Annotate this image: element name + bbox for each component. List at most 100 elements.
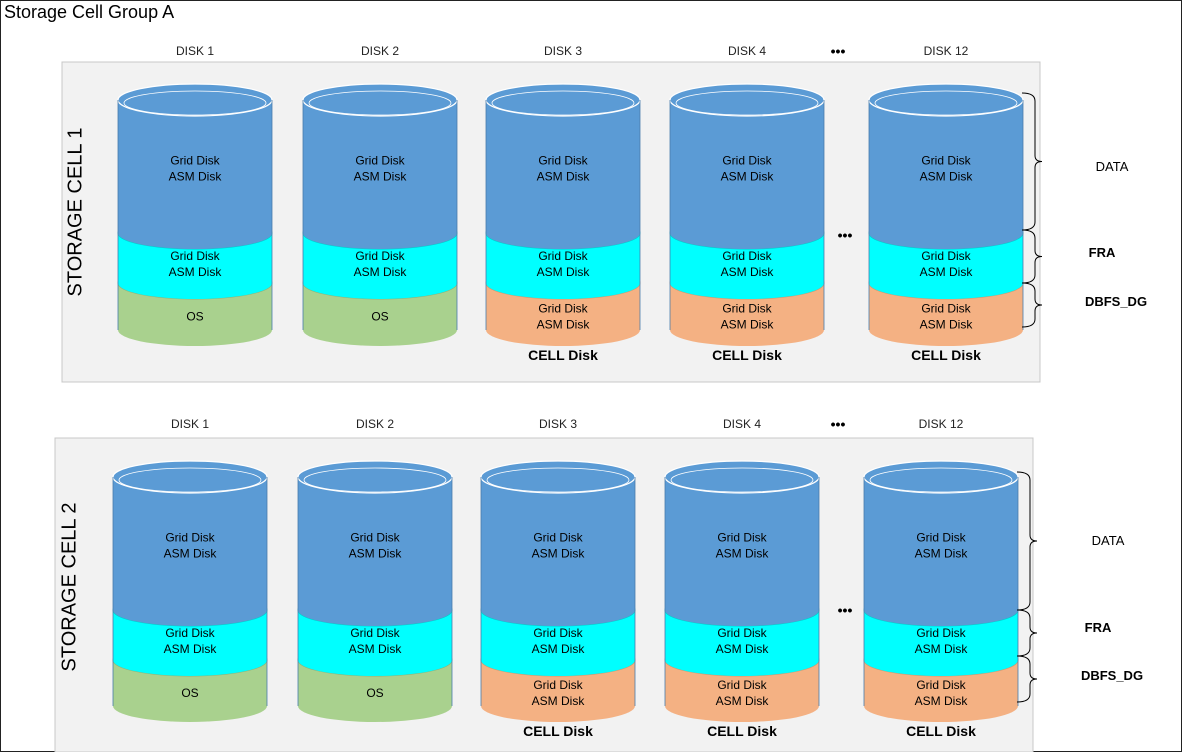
- data-grid-disk-label: Grid Disk: [350, 531, 400, 545]
- fra-label: FRA: [1085, 620, 1112, 635]
- data-grid-disk-label: Grid Disk: [722, 154, 772, 168]
- data-grid-disk-label: Grid Disk: [165, 531, 215, 545]
- os-label: OS: [371, 310, 388, 324]
- fra-grid-disk-label: Grid Disk: [533, 626, 583, 640]
- fra-asm-disk-label: ASM Disk: [915, 642, 969, 656]
- dbfs-segment: [869, 283, 1023, 346]
- data-asm-disk-label: ASM Disk: [915, 547, 969, 561]
- cell-disk-label: CELL Disk: [707, 723, 777, 739]
- data-asm-disk-label: ASM Disk: [532, 547, 586, 561]
- fra-asm-disk-label: ASM Disk: [920, 265, 974, 279]
- fra-asm-disk-label: ASM Disk: [169, 265, 223, 279]
- cell-disk-label: CELL Disk: [712, 347, 782, 363]
- data-asm-disk-label: ASM Disk: [354, 170, 408, 184]
- fra-segment: [113, 610, 267, 676]
- dbfs-asm-disk-label: ASM Disk: [537, 318, 591, 332]
- data-segment: [486, 100, 640, 249]
- disk-top-ring: [670, 467, 814, 493]
- data-grid-disk-label: Grid Disk: [916, 531, 966, 545]
- disk-label: DISK 3: [544, 44, 582, 58]
- os-label: OS: [186, 310, 203, 324]
- data-asm-disk-label: ASM Disk: [537, 170, 591, 184]
- dbfs-grid-disk-label: Grid Disk: [921, 302, 971, 316]
- os-segment: [303, 283, 457, 346]
- fra-segment: [486, 233, 640, 299]
- dbfs-label: DBFS_DG: [1081, 668, 1143, 683]
- disk-label: DISK 4: [728, 44, 766, 58]
- data-brace: [1016, 471, 1038, 611]
- ellipsis-top: •••: [831, 416, 846, 432]
- disk-label: DISK 12: [924, 44, 969, 58]
- ellipsis-middle: •••: [838, 602, 853, 618]
- os-segment: [298, 660, 452, 722]
- dbfs-asm-disk-label: ASM Disk: [920, 318, 974, 332]
- fra-grid-disk-label: Grid Disk: [717, 626, 767, 640]
- disk-top-ring: [308, 90, 452, 116]
- data-segment: [665, 477, 819, 626]
- data-grid-disk-label: Grid Disk: [717, 531, 767, 545]
- dbfs-grid-disk-label: Grid Disk: [538, 302, 588, 316]
- disk-label: DISK 4: [723, 417, 761, 431]
- data-segment: [113, 477, 267, 626]
- fra-grid-disk-label: Grid Disk: [350, 626, 400, 640]
- cell-disk-label: CELL Disk: [523, 723, 593, 739]
- fra-asm-disk-label: ASM Disk: [164, 642, 218, 656]
- data-grid-disk-label: Grid Disk: [921, 154, 971, 168]
- dbfs-asm-disk-label: ASM Disk: [721, 318, 775, 332]
- disk-top-ring: [491, 90, 635, 116]
- fra-asm-disk-label: ASM Disk: [716, 642, 770, 656]
- ellipsis-middle: •••: [838, 227, 853, 243]
- disk-label: DISK 12: [919, 417, 964, 431]
- dbfs-brace: [1021, 282, 1043, 328]
- data-segment: [298, 477, 452, 626]
- fra-grid-disk-label: Grid Disk: [355, 249, 405, 263]
- dbfs-grid-disk-label: Grid Disk: [916, 678, 966, 692]
- group-title: Storage Cell Group A: [4, 2, 175, 22]
- disk-label: DISK 1: [171, 417, 209, 431]
- data-asm-disk-label: ASM Disk: [716, 547, 770, 561]
- data-segment: [118, 100, 272, 249]
- fra-grid-disk-label: Grid Disk: [722, 249, 772, 263]
- data-segment: [303, 100, 457, 249]
- dbfs-asm-disk-label: ASM Disk: [532, 694, 586, 708]
- data-asm-disk-label: ASM Disk: [920, 170, 974, 184]
- ellipsis-top: •••: [831, 43, 846, 59]
- data-asm-disk-label: ASM Disk: [721, 170, 775, 184]
- dbfs-segment: [665, 660, 819, 722]
- data-grid-disk-label: Grid Disk: [355, 154, 405, 168]
- fra-grid-disk-label: Grid Disk: [538, 249, 588, 263]
- storage-cell-label: STORAGE CELL 2: [58, 503, 80, 672]
- fra-asm-disk-label: ASM Disk: [354, 265, 408, 279]
- data-asm-disk-label: ASM Disk: [164, 547, 218, 561]
- disk-label: DISK 1: [176, 44, 214, 58]
- fra-grid-disk-label: Grid Disk: [921, 249, 971, 263]
- fra-segment: [864, 610, 1018, 676]
- fra-asm-disk-label: ASM Disk: [721, 265, 775, 279]
- fra-label: FRA: [1089, 245, 1116, 260]
- data-label: DATA: [1092, 533, 1125, 548]
- os-label: OS: [181, 686, 198, 700]
- disk-top-ring: [486, 467, 630, 493]
- dbfs-brace: [1016, 655, 1038, 703]
- fra-segment: [481, 610, 635, 676]
- dbfs-label: DBFS_DG: [1085, 294, 1147, 309]
- os-label: OS: [366, 686, 383, 700]
- cell-disk-label: CELL Disk: [906, 723, 976, 739]
- data-label: DATA: [1096, 159, 1129, 174]
- disk-top-ring: [118, 467, 262, 493]
- disk-top-ring: [874, 90, 1018, 116]
- fra-brace: [1021, 229, 1043, 284]
- data-grid-disk-label: Grid Disk: [538, 154, 588, 168]
- dbfs-grid-disk-label: Grid Disk: [717, 678, 767, 692]
- dbfs-segment: [670, 283, 824, 346]
- data-segment: [864, 477, 1018, 626]
- dbfs-asm-disk-label: ASM Disk: [915, 694, 969, 708]
- fra-segment: [118, 233, 272, 299]
- dbfs-grid-disk-label: Grid Disk: [722, 302, 772, 316]
- data-segment: [869, 100, 1023, 249]
- fra-segment: [665, 610, 819, 676]
- disk-top-ring: [123, 90, 267, 116]
- disk-label: DISK 2: [361, 44, 399, 58]
- os-segment: [118, 283, 272, 346]
